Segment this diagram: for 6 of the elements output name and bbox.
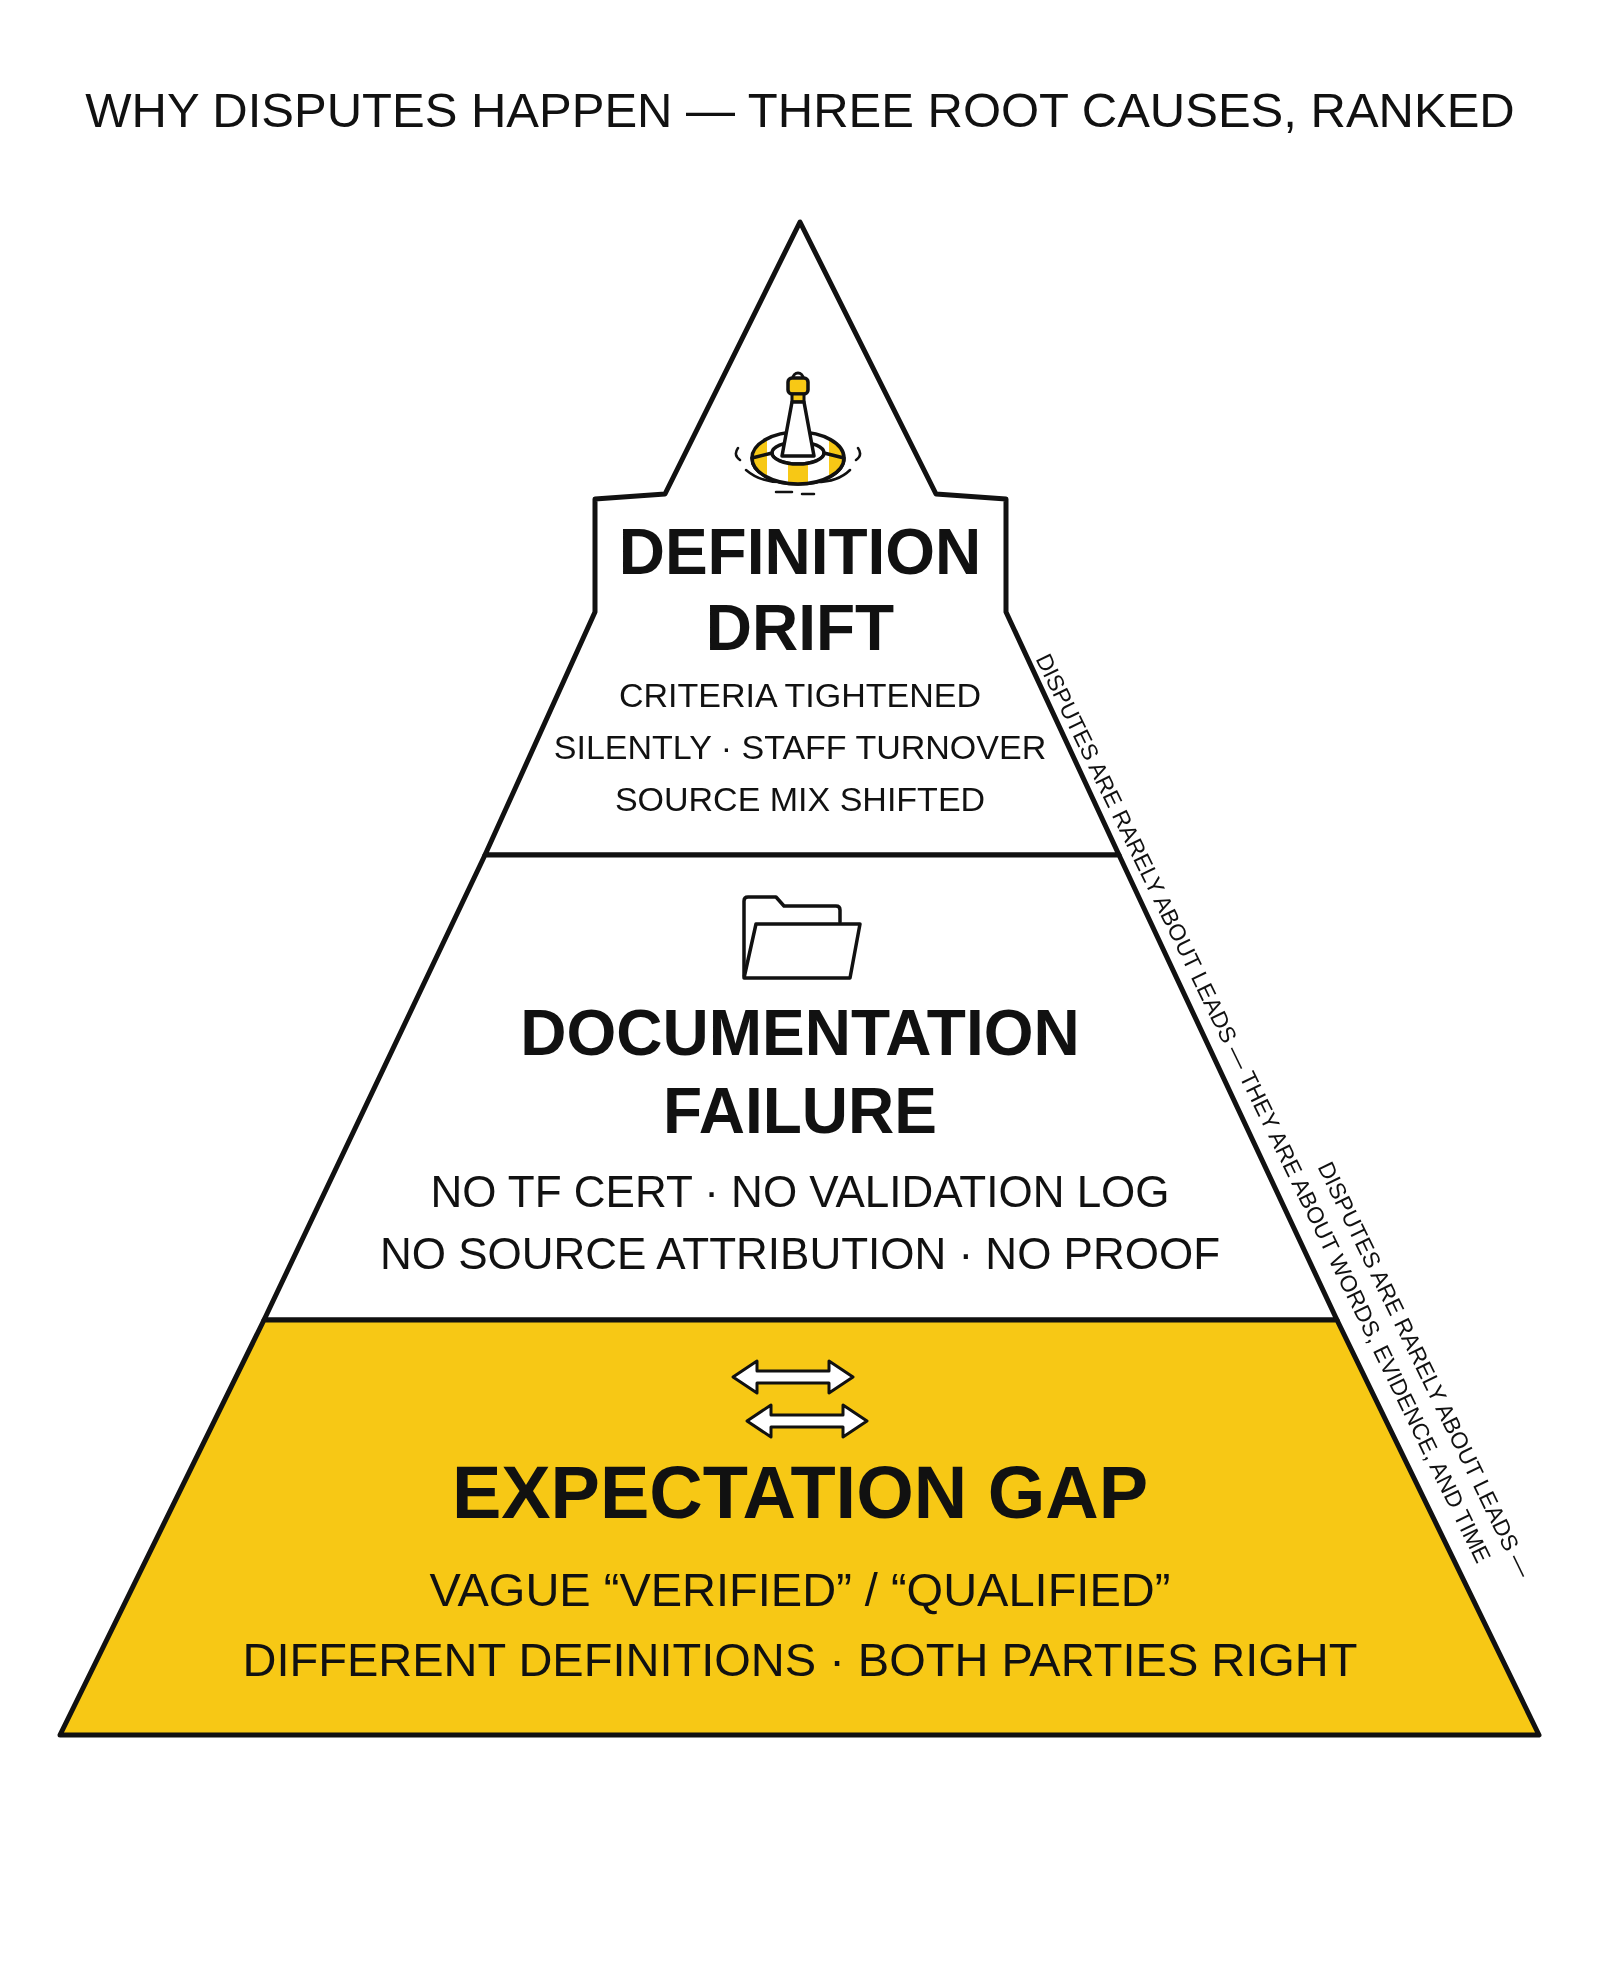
tier-description: NO TF CERT · NO VALIDATION LOG NO SOURCE ATTRIBUTION · NO PROOF xyxy=(378,1166,1222,1280)
diagram-title: WHY DISPUTES HAPPEN — THREE ROOT CAUSES, RANKED xyxy=(84,82,1516,139)
tier-heading: DEFINITION DRIFT xyxy=(617,515,983,666)
tier-heading: DOCUMENTATION FAILURE xyxy=(519,996,1081,1149)
tier-description: VAGUE “VERIFIED” / “QUALIFIED” DIFFERENT DEFINITIONS · BOTH PARTIES RIGHT xyxy=(241,1562,1359,1688)
tier-heading: EXPECTATION GAP xyxy=(450,1450,1150,1536)
